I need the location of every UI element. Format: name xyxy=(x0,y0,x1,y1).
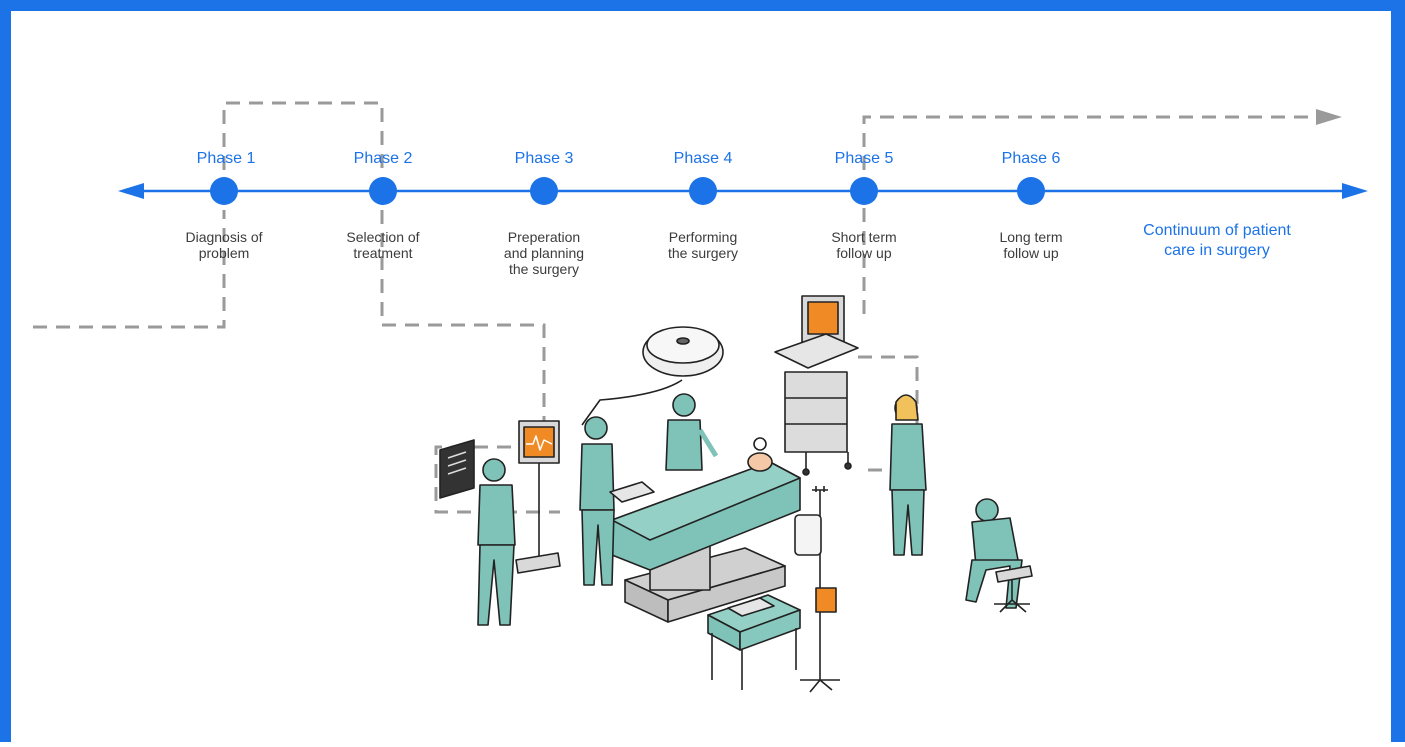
phase-marker-1 xyxy=(210,177,238,205)
seated-resting-surgeon xyxy=(965,498,1033,613)
timeline-arrow-left xyxy=(118,183,144,199)
phase-marker-2 xyxy=(369,177,397,205)
phase-description-5: Short term follow up xyxy=(831,229,897,261)
phase-marker-5 xyxy=(850,177,878,205)
connector-arrowhead xyxy=(1316,109,1342,125)
phase-description-6: Long term follow up xyxy=(999,229,1063,261)
anesthesia-cart xyxy=(774,295,859,476)
phase-description-2: Selection of treatment xyxy=(346,229,420,261)
phase-marker-3 xyxy=(530,177,558,205)
phase-label-2: Phase 2 xyxy=(353,150,413,167)
phase-label-5: Phase 5 xyxy=(834,150,894,167)
connector-phase5-forward xyxy=(862,115,1312,170)
iv-drip-stand xyxy=(794,486,840,693)
continuum-label: Continuum of patient care in surgery xyxy=(1143,222,1291,259)
vital-signs-monitor-stand xyxy=(515,420,561,574)
timeline-arrow-right xyxy=(1342,183,1368,199)
phase-marker-6 xyxy=(1017,177,1045,205)
surgical-lamp xyxy=(581,326,724,426)
patient-on-operating-table xyxy=(611,437,801,623)
surgeon-at-table xyxy=(665,393,719,471)
connector-phase2-room xyxy=(380,210,546,448)
phase-label-3: Phase 3 xyxy=(514,150,574,167)
phase-description-3: Preperation and planning the surgery xyxy=(503,229,585,277)
connector-phase1-out xyxy=(33,210,226,329)
phase-description-4: Performing the surgery xyxy=(667,229,739,261)
operating-room-illustration xyxy=(439,295,1033,693)
phase-marker-4 xyxy=(689,177,717,205)
phase-label-6: Phase 6 xyxy=(1001,150,1061,167)
phase-label-1: Phase 1 xyxy=(196,150,256,167)
surgeon-with-tray xyxy=(579,416,655,586)
radiologist-holding-xray xyxy=(439,439,516,626)
connector-phase1-phase2 xyxy=(222,101,384,172)
nurse-standing xyxy=(889,394,927,556)
instrument-table xyxy=(707,594,801,690)
phase-description-1: Diagnosis of problem xyxy=(185,229,263,261)
connector-xray-loop xyxy=(434,445,560,514)
phase-label-4: Phase 4 xyxy=(673,150,733,167)
